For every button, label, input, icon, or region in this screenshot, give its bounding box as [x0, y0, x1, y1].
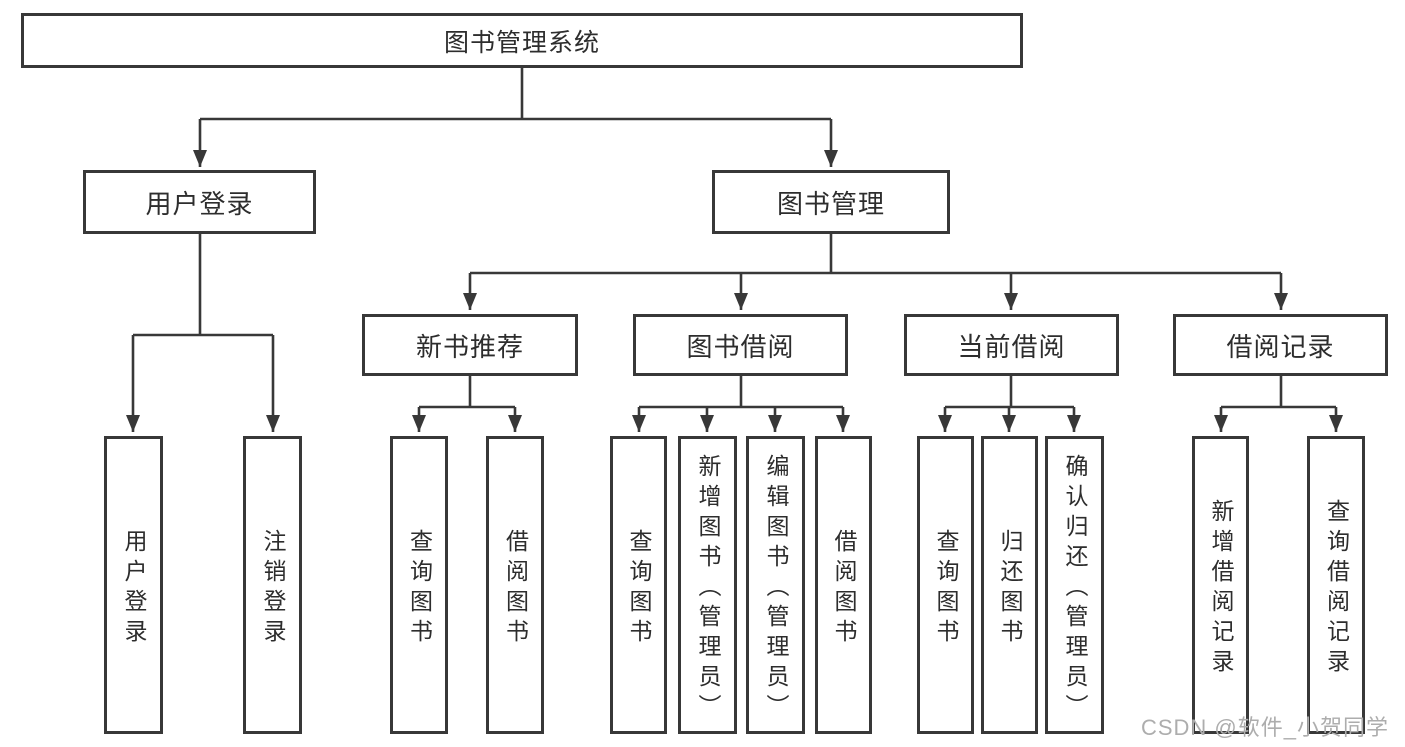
node-borrow-record-label: 借阅记录 — [1226, 331, 1335, 362]
node-user-login-label: 用户登录 — [145, 188, 254, 219]
node-leaf-user-login-label: 用户登录 — [121, 528, 147, 649]
node-leaf-query-book-3-label: 查询图书 — [933, 528, 959, 649]
node-new-book-rec-label: 新书推荐 — [415, 331, 524, 362]
node-leaf-logout-label: 注销登录 — [260, 528, 286, 649]
node-leaf-query-record-label: 查询借阅记录 — [1323, 498, 1350, 679]
node-book-mgmt: 图书管理 — [712, 170, 950, 234]
node-leaf-return-book-label: 归还图书 — [997, 528, 1023, 649]
node-leaf-add-record-label: 新增借阅记录 — [1208, 498, 1234, 679]
watermark: CSDN @软件_小贺同学 — [1140, 715, 1389, 740]
node-leaf-borrow-book-1: 借阅图书 — [486, 436, 544, 734]
node-leaf-logout: 注销登录 — [243, 436, 302, 734]
node-leaf-query-record: 查询借阅记录 — [1307, 436, 1365, 734]
node-leaf-borrow-book-1-label: 借阅图书 — [502, 528, 529, 649]
node-leaf-query-book-1-label: 查询图书 — [406, 528, 433, 649]
node-root: 图书管理系统 — [21, 13, 1023, 68]
node-borrow-record: 借阅记录 — [1173, 314, 1388, 376]
node-current-borrow-label: 当前借阅 — [957, 331, 1066, 362]
node-leaf-query-book-2-label: 查询图书 — [626, 528, 652, 649]
node-book-borrow: 图书借阅 — [633, 314, 848, 376]
node-leaf-edit-book: 编辑图书（管理员） — [746, 436, 805, 734]
node-leaf-add-record: 新增借阅记录 — [1192, 436, 1249, 734]
node-leaf-query-book-1: 查询图书 — [390, 436, 448, 734]
node-leaf-borrow-book-2: 借阅图书 — [815, 436, 872, 734]
node-leaf-return-book: 归还图书 — [981, 436, 1038, 734]
node-user-login: 用户登录 — [83, 170, 316, 234]
node-book-mgmt-label: 图书管理 — [776, 188, 885, 219]
node-leaf-edit-book-label: 编辑图书（管理员） — [763, 453, 789, 724]
node-leaf-query-book-3: 查询图书 — [917, 436, 974, 734]
node-leaf-add-book-label: 新增图书（管理员） — [695, 453, 721, 724]
node-leaf-add-book: 新增图书（管理员） — [678, 436, 737, 734]
node-new-book-rec: 新书推荐 — [362, 314, 578, 376]
node-leaf-user-login: 用户登录 — [104, 436, 163, 734]
node-root-label: 图书管理系统 — [443, 28, 600, 57]
node-leaf-borrow-book-2-label: 借阅图书 — [831, 528, 857, 649]
node-leaf-query-book-2: 查询图书 — [610, 436, 667, 734]
node-book-borrow-label: 图书借阅 — [686, 331, 795, 362]
node-leaf-confirm-return-label: 确认归还（管理员） — [1062, 453, 1088, 724]
node-current-borrow: 当前借阅 — [904, 314, 1119, 376]
node-leaf-confirm-return: 确认归还（管理员） — [1045, 436, 1104, 734]
